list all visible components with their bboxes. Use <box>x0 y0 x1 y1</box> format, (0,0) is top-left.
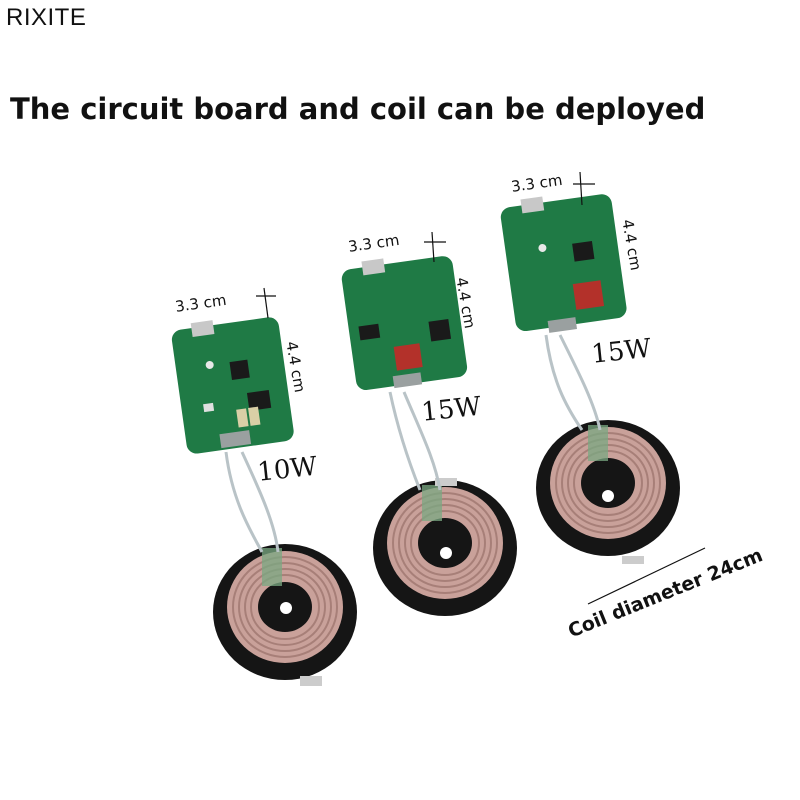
coil-10w <box>213 544 357 686</box>
module-1-power-label: 10W <box>256 451 319 488</box>
dimension-lines <box>256 171 706 605</box>
module-3-power-label: 15W <box>590 333 653 370</box>
coil-15w-middle <box>373 478 517 616</box>
pcb-board-3 <box>500 194 627 333</box>
brand-logo: RIXITE <box>6 4 87 31</box>
pcb-board-2 <box>341 256 468 391</box>
pcb-board-1 <box>171 317 294 454</box>
page-title: The circuit board and coil can be deploy… <box>10 92 706 126</box>
coil-15w-right <box>536 420 680 564</box>
module-2-power-label: 15W <box>420 391 483 428</box>
